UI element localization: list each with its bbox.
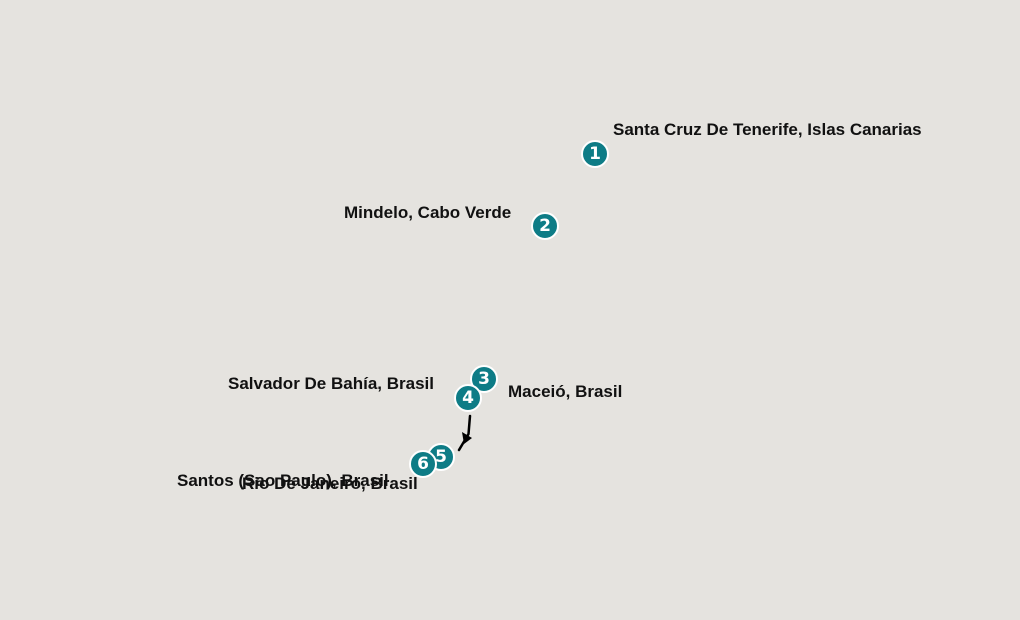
stop-label-3: Maceió, Brasil	[508, 382, 623, 401]
stop-label-2: Mindelo, Cabo Verde	[344, 203, 512, 222]
stop-label-1: Santa Cruz De Tenerife, Islas Canarias	[613, 120, 922, 139]
stop-marker-1-icon[interactable]: 1	[581, 140, 609, 168]
arrow-head-icon	[462, 432, 472, 444]
stop-label-4: Salvador De Bahía, Brasil	[228, 374, 434, 393]
route-segment-4-5	[457, 414, 472, 452]
stop-marker-3-icon[interactable]: 3	[470, 365, 498, 393]
stop-marker-4-icon[interactable]: 4	[454, 384, 482, 412]
stop-marker-6-icon[interactable]: 6	[409, 450, 437, 478]
stop-marker-2-icon[interactable]: 2	[531, 212, 559, 240]
stop-label-6: Santos (Sao Paulo), Brasil	[177, 471, 389, 490]
stop-label-5: Rio De Janeiro, Brasil	[242, 474, 418, 493]
